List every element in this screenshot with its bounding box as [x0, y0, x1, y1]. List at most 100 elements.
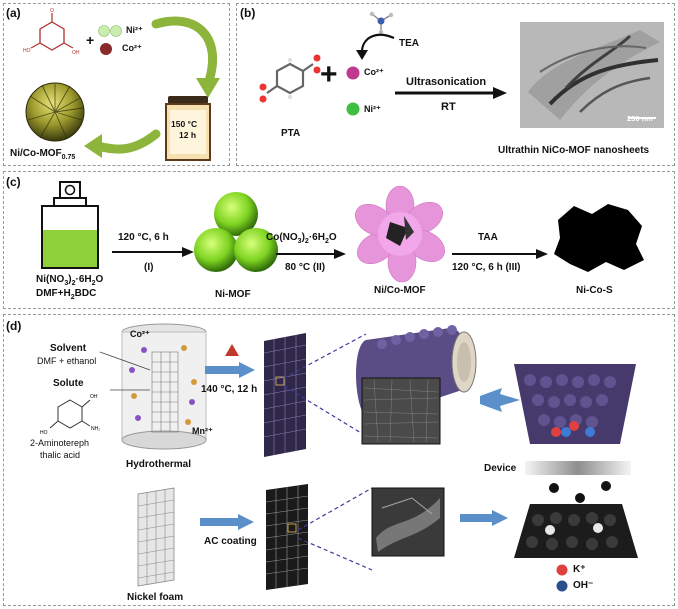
solvent-sub: 2 — [70, 294, 75, 301]
panel-c — [3, 171, 675, 309]
ac-coated-foam-icon — [265, 484, 309, 590]
ni-co-s-icon — [554, 204, 644, 272]
svg-text:HO: HO — [40, 430, 48, 436]
legend-k-label: K⁺ — [573, 564, 586, 575]
blue-arrow-to-device-top — [480, 388, 520, 412]
step3-cond: 120 °C, 6 h (III) — [452, 262, 521, 273]
device-label: Device — [484, 463, 517, 474]
solute-name-line1: 2-Aminotereph — [30, 438, 90, 448]
panel-d — [3, 314, 675, 606]
arrow-step1 — [112, 247, 194, 257]
plus-sign-b: + — [320, 58, 338, 91]
hydrothermal-label: Hydrothermal — [126, 459, 192, 470]
precursor-paren: ) — [68, 274, 72, 285]
panel-d-label: (d) — [6, 319, 22, 333]
hydrothermal-cond: 140 °C, 12 h — [201, 384, 258, 395]
svg-text:OH: OH — [72, 50, 80, 56]
arrow-step2 — [276, 249, 346, 259]
ac-coating-label: AC coating — [204, 536, 257, 547]
nickel-foam-icon — [137, 487, 175, 587]
step2-co: Co(NO — [266, 232, 298, 243]
nico-mof-label-c: Ni/Co-MOF — [374, 285, 426, 296]
legend-oh-label: OH⁻ — [573, 580, 594, 591]
precursor-ni: Ni(NO — [36, 274, 65, 285]
panel-b-label: (b) — [240, 6, 256, 20]
tem-scale-label: 250 nm — [627, 114, 653, 123]
solvent-label-c: DMF+H2BDC — [36, 288, 96, 301]
precursor-o: O — [95, 274, 104, 285]
autoclave-icon — [165, 96, 211, 161]
reactor-vial-icon — [41, 181, 99, 269]
panel-c-label: (c) — [6, 175, 21, 189]
curved-arrow-down-icon — [151, 16, 220, 98]
nico-mof-flower-icon — [355, 185, 445, 283]
precursor-sub2: 2 — [71, 280, 76, 287]
svg-text:O: O — [50, 8, 54, 14]
benzene-tricarboxylic-molecule: O HO OH — [23, 8, 80, 56]
pta-label: PTA — [281, 128, 301, 139]
nanosheets-caption: Ultrathin NiCo-MOF nanosheets — [498, 145, 650, 156]
blue-arrow-ac — [200, 514, 254, 530]
ni-ion-b-icon — [346, 102, 360, 116]
separator-bar — [525, 461, 631, 475]
co-label-b: Co²⁺ — [364, 67, 384, 77]
tem-nanosheets-image — [520, 22, 664, 128]
arrow-step3 — [452, 249, 548, 259]
mof-on-foam-icon — [263, 333, 307, 457]
pta-molecule-icon — [259, 54, 321, 103]
tea-label: TEA — [399, 38, 419, 49]
hydrothermal-reactor-icon — [121, 323, 207, 450]
device-bottom-electrode — [514, 504, 638, 558]
blue-arrow-hydrothermal — [205, 362, 255, 378]
nico-mof-sphere-icon — [25, 82, 85, 142]
nico-mof-subscript: 0.75 — [61, 154, 76, 161]
solute-title-d: Solute — [53, 378, 84, 389]
panel-a-label: (a) — [6, 6, 21, 20]
mobile-ions — [549, 481, 611, 503]
panel-a — [3, 3, 230, 166]
device-top-electrode — [514, 364, 636, 444]
ni-co-s-label: Ni-Co-S — [576, 285, 613, 296]
tea-molecule-icon — [369, 11, 394, 35]
co-ion-label-a: Co²⁺ — [122, 43, 142, 53]
step2-paren: ) — [301, 232, 305, 243]
legend-oh-ion-icon — [556, 580, 568, 592]
zoom-lines-top — [283, 333, 367, 437]
step2-reagent: Co(NO3)2·6H2O — [266, 232, 337, 245]
step3-reagent: TAA — [478, 232, 498, 243]
solvent-title-d: Solvent — [50, 343, 87, 354]
nico-mof-label-text: Ni/Co-MOF — [10, 148, 62, 159]
heat-triangle-icon — [225, 344, 239, 356]
precursor-sub3: 3 — [64, 280, 69, 287]
pointer-lines — [99, 351, 151, 391]
aminoterephthalic-acid-molecule: OH HO NH₂ — [40, 394, 100, 436]
solute-name-line2: thalic acid — [40, 450, 81, 460]
rt-label: RT — [441, 101, 456, 113]
zoom-lines-bottom — [297, 487, 373, 571]
panel-b — [236, 3, 675, 166]
step2-sub3: 3 — [297, 238, 302, 245]
sem-image-mof — [361, 377, 441, 445]
svg-text:NH₂: NH₂ — [91, 426, 100, 432]
svg-text:OH: OH — [90, 394, 98, 400]
sem-image-ac — [371, 487, 445, 557]
step2-sub2b: 2 — [324, 238, 329, 245]
step2-o: O — [328, 232, 337, 243]
step1-id: (I) — [144, 262, 154, 273]
co-ion-sphere — [100, 43, 112, 55]
solvent-dmf: DMF+H — [36, 288, 71, 299]
curved-arrow-left-icon — [84, 129, 161, 158]
precursor-sub2b: 2 — [91, 280, 96, 287]
solvent-desc-d: DMF + ethanol — [37, 356, 97, 366]
process-arrow-b — [395, 87, 507, 99]
ni-mof-label: Ni-MOF — [215, 289, 251, 300]
mn-ion-label-d: Mn²⁺ — [192, 426, 213, 436]
legend-k-ion-icon — [556, 564, 568, 576]
nico-mof-label: Ni/Co-MOF0.75 — [10, 148, 75, 161]
co-ion-b-icon — [346, 66, 360, 80]
blue-arrow-to-device-bottom — [460, 510, 508, 526]
precursor-hyd: ·6H — [75, 274, 92, 285]
ni-ion-label-a: Ni²⁺ — [126, 25, 143, 35]
plus-sign-a: + — [86, 32, 95, 48]
autoclave-temp: 150 °C — [171, 119, 198, 129]
